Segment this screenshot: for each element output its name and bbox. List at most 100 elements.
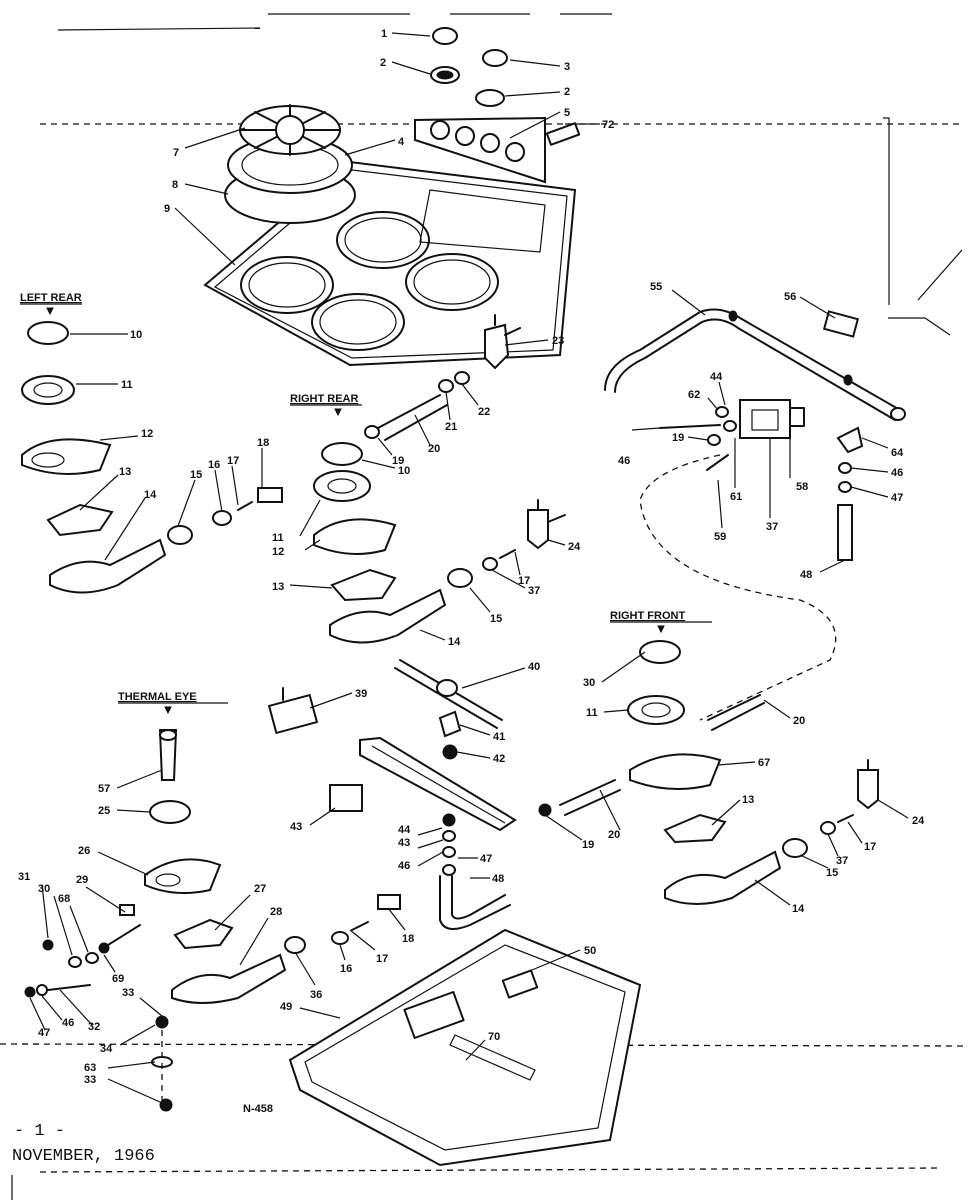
callout-label: 17 (864, 841, 876, 853)
callout-label: 16 (208, 459, 220, 471)
left-rear-burner (21, 321, 283, 594)
callout-label: 56 (784, 291, 796, 303)
callout-label: 15 (826, 867, 838, 879)
svg-text:N-458: N-458 (243, 1103, 273, 1115)
callout-label: 12 (272, 546, 284, 558)
supply-tubes-upper (364, 314, 521, 441)
page-footer: - 1 - NOVEMBER, 1966 (12, 1122, 155, 1166)
section-right-rear: RIGHT REAR (290, 393, 359, 405)
callout-label: 69 (112, 973, 124, 985)
callout-label: 24 (568, 541, 581, 553)
control-panel (414, 27, 581, 184)
callout-label: 10 (130, 329, 142, 341)
callout-label: 12 (141, 428, 153, 440)
gas-manifold (604, 308, 906, 721)
callout-label: 62 (688, 389, 700, 401)
callout-label: 37 (528, 585, 540, 597)
callout-label: 8 (172, 179, 178, 191)
callout-label: 23 (552, 335, 564, 347)
callout-label: 43 (398, 837, 410, 849)
callout-label: 33 (122, 987, 134, 999)
callout-label: 20 (608, 829, 620, 841)
section-thermal-eye: THERMAL EYE (118, 691, 197, 703)
callout-label: 48 (800, 569, 812, 581)
callout-label: 33 (84, 1074, 96, 1086)
callout-label: 58 (796, 481, 808, 493)
callout-label: 15 (490, 613, 502, 625)
callout-label: 34 (100, 1043, 113, 1055)
callout-label: 27 (254, 883, 266, 895)
callout-label: 18 (257, 437, 269, 449)
callout-label: 72 (602, 119, 614, 131)
callout-label: 17 (518, 575, 530, 587)
callout-label: 13 (742, 794, 754, 806)
callout-label: 25 (98, 805, 110, 817)
callout-label: 17 (376, 953, 388, 965)
callout-label: 9 (164, 203, 170, 215)
callout-label: 63 (84, 1062, 96, 1074)
callout-label: 32 (88, 1021, 100, 1033)
callout-label: 16 (340, 963, 352, 975)
callout-label: 61 (730, 491, 742, 503)
callout-label: 70 (488, 1031, 500, 1043)
callout-label: 47 (38, 1027, 50, 1039)
callout-label: 15 (190, 469, 202, 481)
callout-label: 39 (355, 688, 367, 700)
callout-label: 13 (272, 581, 284, 593)
callout-label: 37 (836, 855, 848, 867)
callout-label: 28 (270, 906, 282, 918)
callout-label: 20 (428, 443, 440, 455)
callout-label: 19 (392, 455, 404, 467)
callout-label: 14 (448, 636, 461, 648)
callout-label: 24 (912, 815, 925, 827)
callout-label: 29 (76, 874, 88, 886)
callout-label: 46 (891, 467, 903, 479)
callout-labels: 1 2 3 2 5 72 7 4 8 9 10 11 12 13 14 15 1… (18, 28, 925, 1086)
callout-label: 2 (564, 86, 570, 98)
document-date: NOVEMBER, 1966 (12, 1147, 155, 1166)
callout-label: 5 (564, 107, 570, 119)
callout-label: 31 (18, 871, 30, 883)
callout-label: 7 (173, 147, 179, 159)
callout-label: 46 (398, 860, 410, 872)
callout-label: 14 (792, 903, 805, 915)
callout-label: 20 (793, 715, 805, 727)
callout-label: 57 (98, 783, 110, 795)
callout-label: 46 (618, 455, 630, 467)
callout-label: 11 (121, 379, 133, 391)
callout-label: 19 (582, 839, 594, 851)
drip-pan: N-458 (243, 928, 642, 1167)
callout-label: 44 (710, 371, 723, 383)
callout-label: 26 (78, 845, 90, 857)
callout-label: 22 (478, 406, 490, 418)
callout-label: 50 (584, 945, 596, 957)
callout-label: 11 (272, 532, 284, 544)
callout-label: 68 (58, 893, 70, 905)
callout-label: 18 (402, 933, 414, 945)
callout-label: 47 (480, 853, 492, 865)
callout-label: 10 (398, 465, 410, 477)
callout-label: 49 (280, 1001, 292, 1013)
section-right-front: RIGHT FRONT (610, 610, 685, 622)
callout-label: 47 (891, 492, 903, 504)
callout-label: 2 (380, 57, 386, 69)
callout-label: 64 (891, 447, 904, 459)
section-left-rear: LEFT REAR (20, 292, 82, 304)
callout-label: 46 (62, 1017, 74, 1029)
callout-label: 13 (119, 466, 131, 478)
callout-label: 55 (650, 281, 662, 293)
callout-label: 44 (398, 824, 411, 836)
callout-label: 59 (714, 531, 726, 543)
section-headings: LEFT REAR RIGHT REAR RIGHT FRONT THERMAL… (20, 292, 712, 715)
thermal-eye-assembly (24, 729, 401, 1112)
callout-label: 43 (290, 821, 302, 833)
right-rear-burner (313, 442, 566, 644)
right-front-burner (627, 640, 879, 905)
callout-label: 11 (586, 707, 598, 719)
callout-label: 36 (310, 989, 322, 1001)
burner-grate-and-rings (224, 104, 356, 224)
callout-label: 30 (38, 883, 50, 895)
callout-label: 67 (758, 757, 770, 769)
callout-label: 48 (492, 873, 504, 885)
